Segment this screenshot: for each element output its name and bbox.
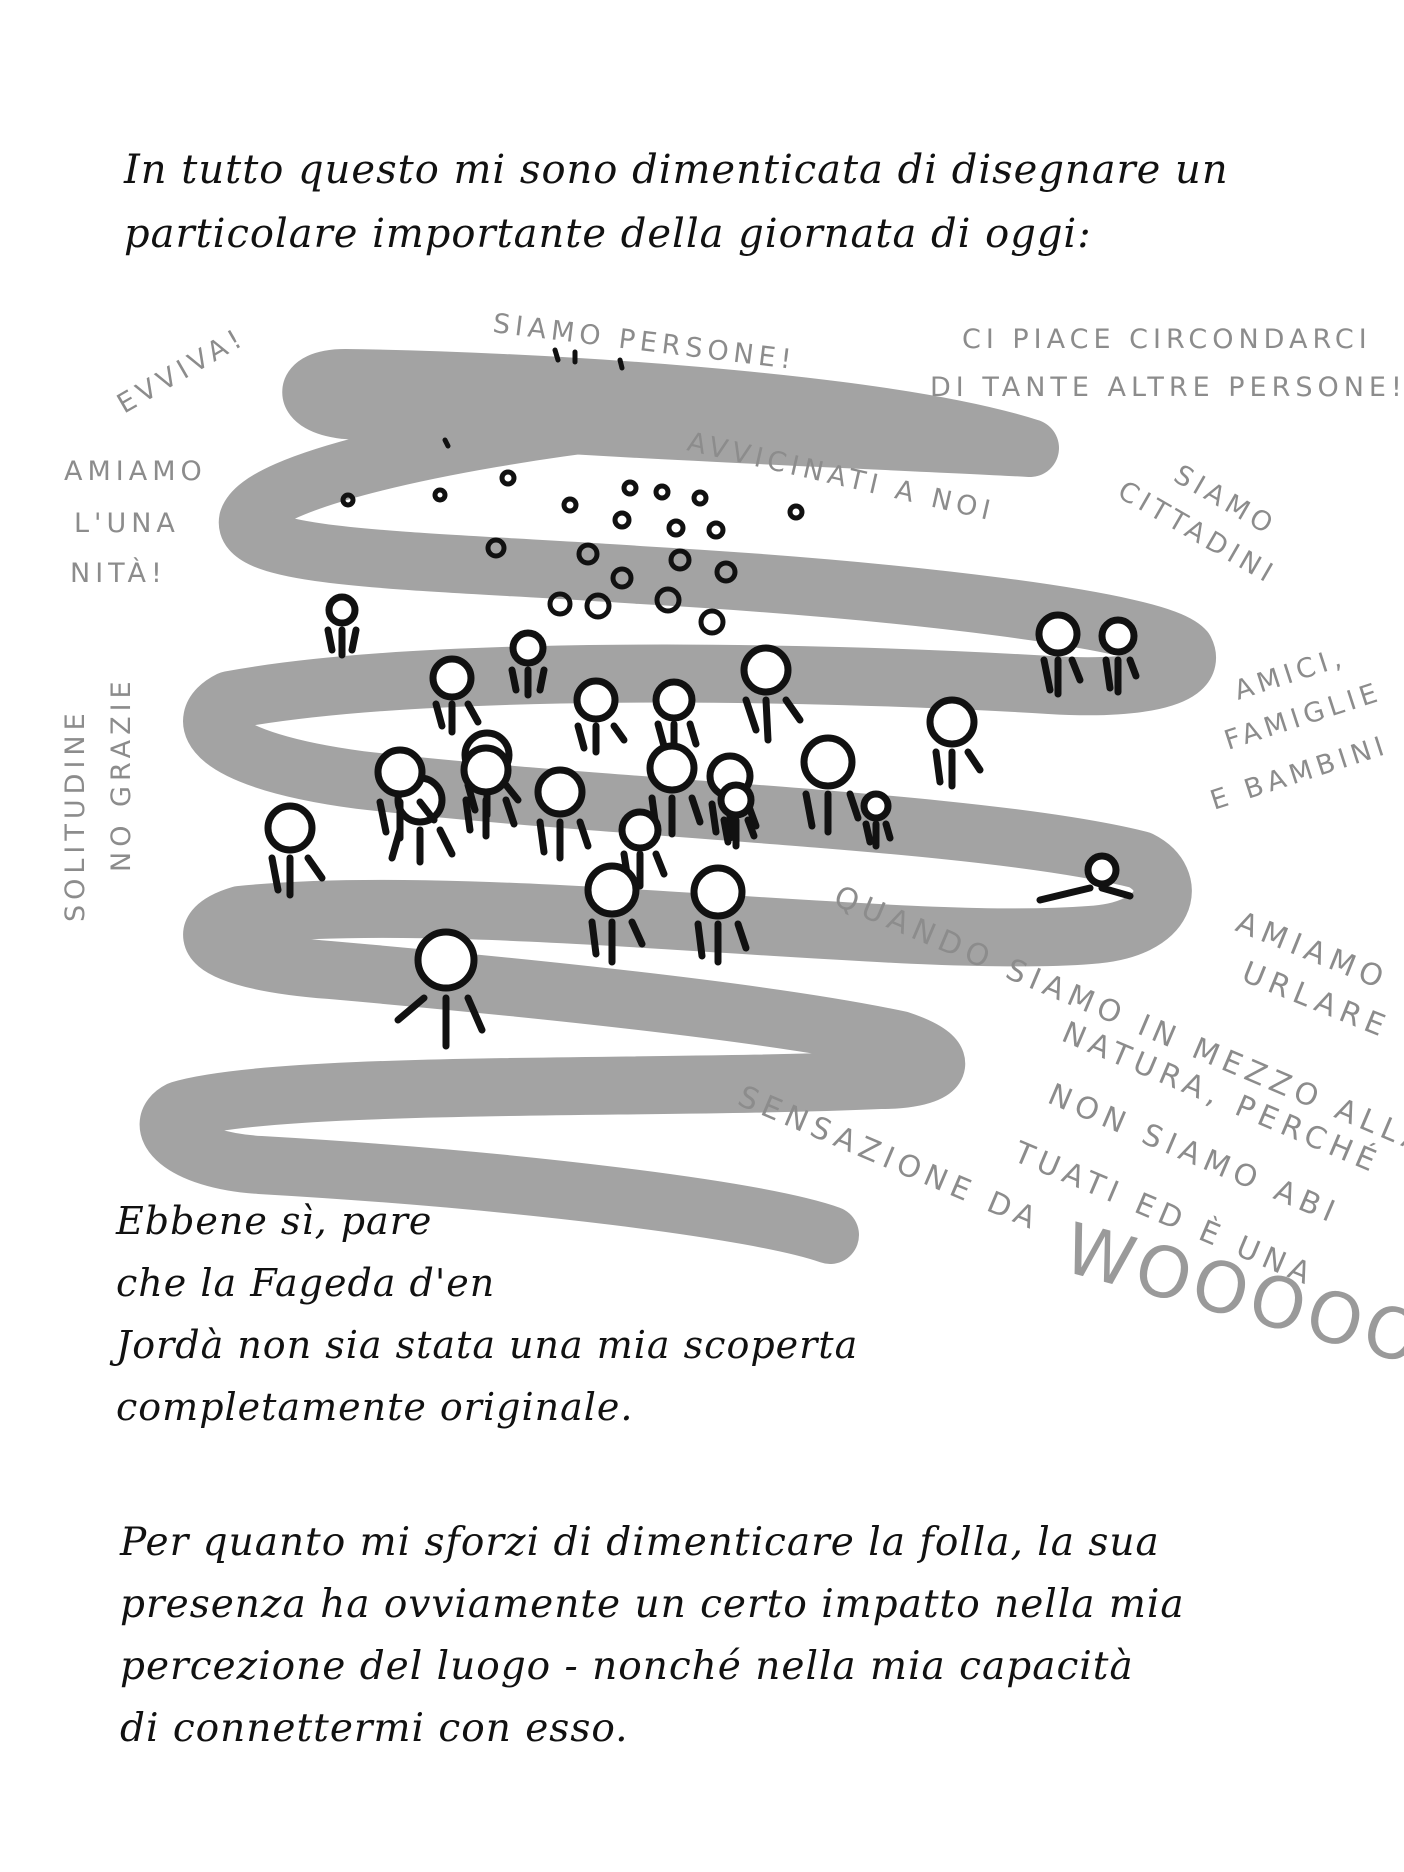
intro-text: In tutto questo mi sono dimenticata di d… [124, 138, 1324, 266]
caption-amiamo-line3: NITÀ! [70, 557, 167, 589]
middle-line: Ebbene sì, pare [116, 1199, 433, 1243]
bottom-text: Per quanto mi sforzi di dimenticare la f… [120, 1512, 1320, 1760]
caption-solitudine-line1: SOLITUDINE [60, 708, 91, 922]
figure [1098, 616, 1140, 696]
figure [926, 696, 984, 790]
bottom-line: di connettermi con esso. [120, 1706, 629, 1751]
middle-text: Ebbene sì, pare che la Fageda d'en Jordà… [116, 1190, 1096, 1438]
middle-line: completamente originale. [116, 1385, 634, 1429]
intro-line: particolare importante della giornata di… [124, 211, 1092, 257]
figure [1036, 852, 1134, 904]
caption-ci-piace-line2: DI TANTE ALTRE PERSONE! [930, 372, 1404, 403]
middle-line: Jordà non sia stata una mia scoperta [116, 1323, 859, 1367]
figure [584, 862, 646, 966]
figure [264, 802, 326, 899]
bottom-line: percezione del luogo - nonché nella mia … [120, 1644, 1134, 1689]
figure [690, 864, 750, 966]
bottom-line: presenza ha ovviamente un certo impatto … [120, 1582, 1185, 1627]
figure [324, 593, 360, 659]
caption-evviva: EVVIVA! [112, 322, 251, 420]
figure [717, 781, 758, 850]
figure [573, 677, 628, 756]
caption-solitudine-line2: NO GRAZIE [106, 676, 137, 872]
caption-amiamo-line1: AMIAMO [64, 456, 207, 487]
figure [800, 734, 862, 836]
distant-crowd-figures [340, 347, 805, 636]
figure [460, 744, 518, 840]
figure [429, 655, 482, 736]
figure [646, 742, 704, 838]
figure [860, 790, 894, 850]
figure [374, 746, 438, 842]
figure [508, 629, 548, 699]
grey-scribble [139, 349, 1216, 1264]
figure [394, 928, 486, 1050]
figure [652, 678, 700, 754]
caption-ci-piace-line1: CI PIACE CIRCONDARCI [962, 324, 1372, 355]
caption-amiamo-line2: L'UNA [74, 508, 180, 539]
intro-line: In tutto questo mi sono dimenticata di d… [124, 147, 1229, 193]
figure [534, 766, 592, 862]
figure [740, 644, 804, 744]
bottom-line: Per quanto mi sforzi di dimenticare la f… [120, 1520, 1160, 1565]
figure [1035, 611, 1084, 698]
crowd-figures [264, 593, 1140, 1050]
middle-line: che la Fageda d'en [116, 1261, 496, 1305]
